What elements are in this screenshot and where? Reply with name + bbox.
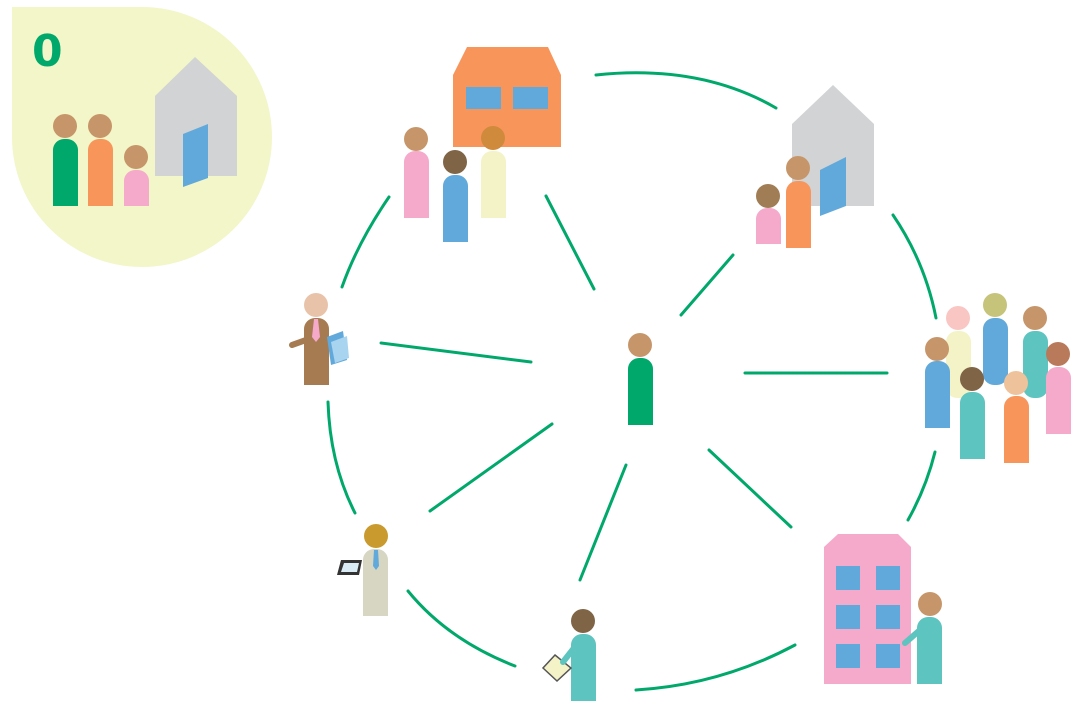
ring-arc bbox=[906, 450, 937, 522]
spoke-line bbox=[379, 341, 533, 364]
official-with-documents-icon bbox=[289, 293, 349, 385]
doctor-with-tablet-icon bbox=[337, 524, 388, 616]
spoke-line bbox=[428, 422, 554, 513]
step-badge: 0 bbox=[12, 7, 272, 267]
spoke-line bbox=[544, 194, 596, 291]
care-worker-icon bbox=[541, 609, 596, 701]
neighbor-household-icon bbox=[756, 85, 874, 248]
ring-arc bbox=[891, 213, 938, 320]
ring-arc bbox=[340, 195, 391, 289]
spoke-line bbox=[679, 253, 735, 317]
center-person-icon bbox=[628, 333, 653, 425]
ring-arc bbox=[326, 400, 357, 515]
spoke-line bbox=[578, 463, 628, 582]
step-number: 0 bbox=[32, 26, 63, 77]
workplace-building-icon bbox=[824, 534, 942, 684]
ring-arc bbox=[594, 71, 778, 110]
ring-arc bbox=[634, 643, 797, 692]
spokes bbox=[379, 194, 889, 582]
school-with-children-icon bbox=[404, 47, 561, 242]
outer-ring bbox=[326, 71, 938, 692]
community-group-icon bbox=[925, 293, 1071, 463]
spoke-line bbox=[707, 448, 793, 529]
family-house-icon bbox=[53, 57, 237, 206]
ring-arc bbox=[406, 589, 517, 668]
